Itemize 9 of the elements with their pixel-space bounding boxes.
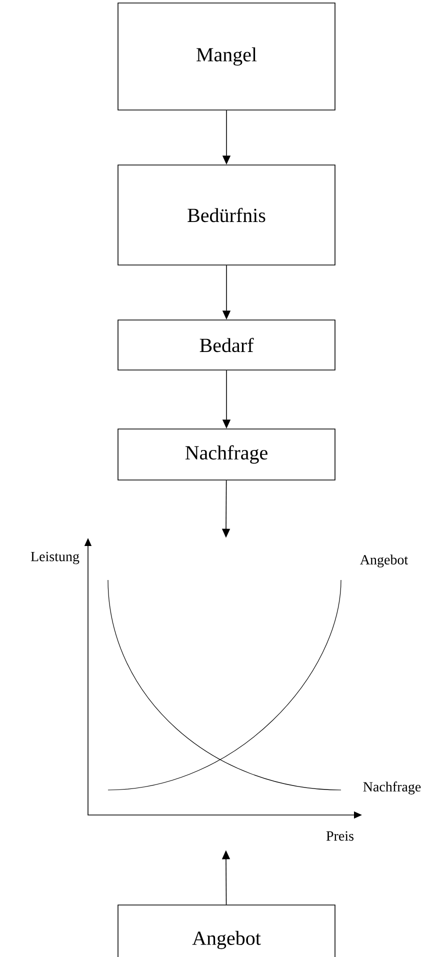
process-box: Bedarf [118,320,336,370]
axis-label: Preis [326,831,354,841]
curve-label: Nachfrage [363,782,421,794]
process-box: Angebot [118,904,336,957]
curve-label: Angebot [360,554,408,568]
process-box: Mangel [118,2,336,110]
axis-label: Leistung [30,552,80,564]
process-box: Nachfrage [118,428,336,480]
process-box: Bedürfnis [118,164,336,266]
